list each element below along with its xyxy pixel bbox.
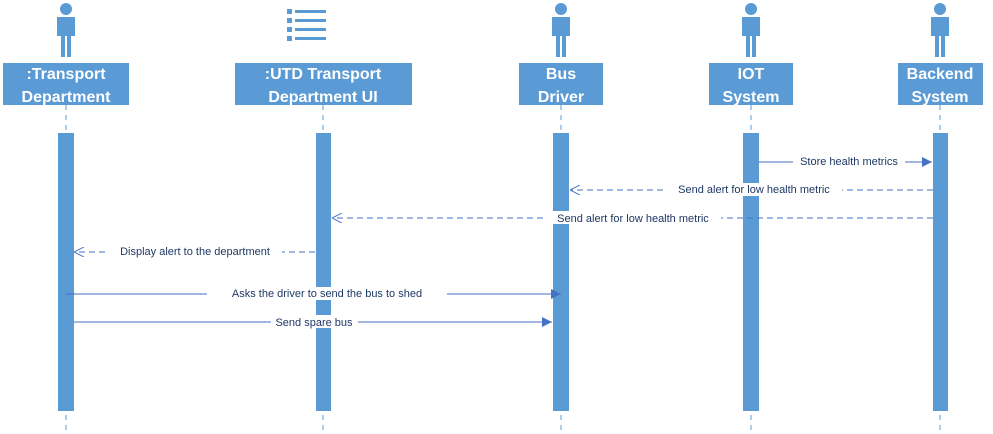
message-label: Send spare bus xyxy=(275,317,353,329)
participant-header xyxy=(235,63,412,105)
participant-header xyxy=(898,63,983,105)
participant-name-line1: :UTD Transport xyxy=(265,66,382,83)
actor-icon xyxy=(57,3,75,57)
message-label: Store health metrics xyxy=(800,156,898,168)
message-alert-to-ui: Send alert for low health metric xyxy=(332,211,933,225)
activation-bar xyxy=(316,133,331,411)
list-icon xyxy=(287,9,326,41)
message-display-alert: Display alert to the department xyxy=(74,245,315,258)
participant-name-line2: System xyxy=(912,89,969,106)
activation-bar xyxy=(58,133,74,411)
participant-iot: IOT System xyxy=(709,3,793,432)
actor-icon xyxy=(742,3,760,57)
participant-name-line2: Driver xyxy=(538,89,584,106)
message-store-health-metrics: Store health metrics xyxy=(759,155,932,168)
message-send-bus-to-shed: Asks the driver to send the bus to shed xyxy=(66,287,561,300)
actor-icon xyxy=(931,3,949,57)
message-send-spare-bus: Send spare bus xyxy=(74,315,552,329)
participant-header xyxy=(519,63,603,105)
participant-name-line1: Backend xyxy=(907,66,974,83)
participant-name-line1: Bus xyxy=(546,66,576,83)
participant-name-line2: System xyxy=(723,89,780,106)
participant-header xyxy=(709,63,793,105)
participant-name-line1: :Transport xyxy=(26,66,106,83)
participant-driver: Bus Driver xyxy=(519,3,603,432)
message-label: Asks the driver to send the bus to shed xyxy=(232,288,422,300)
participant-backend: Backend System xyxy=(898,3,983,432)
activation-bar xyxy=(743,133,759,411)
actor-icon xyxy=(552,3,570,57)
message-label: Display alert to the department xyxy=(120,246,270,258)
activation-bar xyxy=(933,133,948,411)
participant-header xyxy=(3,63,129,105)
participant-name-line2: Department xyxy=(22,89,112,106)
participant-ui: :UTD Transport Department UI xyxy=(235,9,412,432)
message-label: Send alert for low health metric xyxy=(557,213,709,225)
message-alert-to-driver: Send alert for low health metric xyxy=(570,183,933,196)
participant-name-line1: IOT xyxy=(738,66,765,83)
participant-name-line2: Department UI xyxy=(268,89,377,106)
participant-transport: :Transport Department xyxy=(3,3,129,432)
activation-bar xyxy=(553,133,569,411)
message-label: Send alert for low health metric xyxy=(678,184,830,196)
